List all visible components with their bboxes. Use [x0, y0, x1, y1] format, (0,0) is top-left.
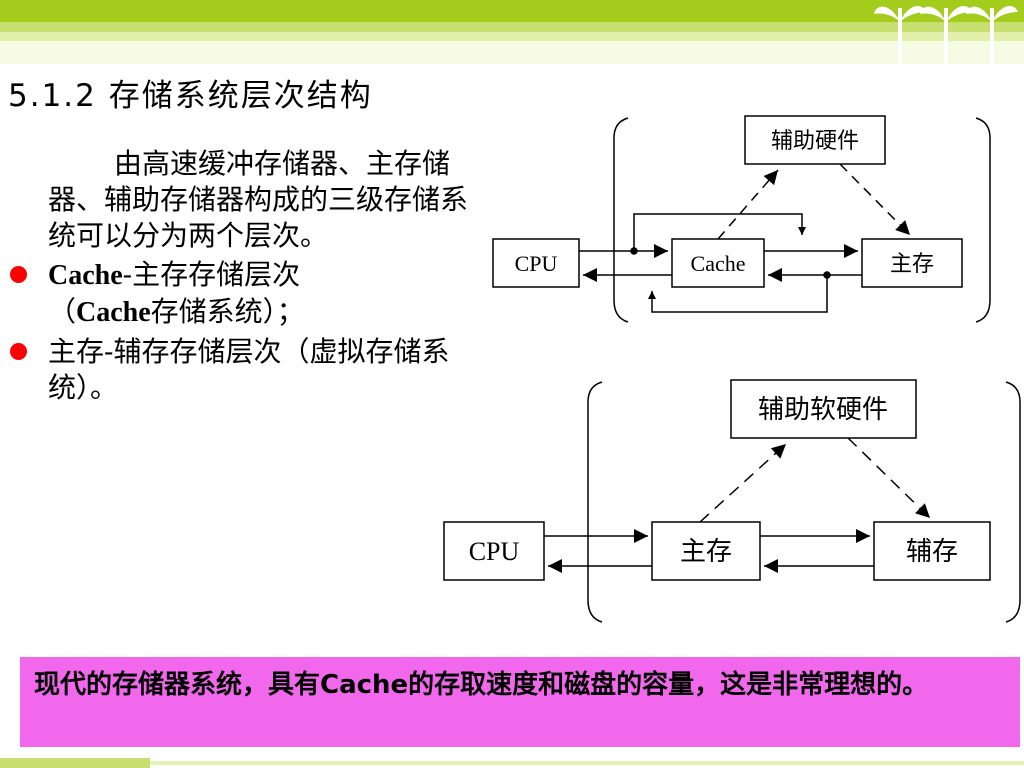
dashed-arrow [847, 437, 931, 519]
header-band [0, 41, 1024, 64]
bullet-text: 存储系统）； [150, 295, 305, 328]
dashed-arrow [699, 443, 787, 523]
bullet-text: -主存存储层次 [122, 258, 301, 291]
aux-hardware-box [744, 115, 886, 165]
main-memory-box [651, 521, 761, 581]
cache-label: Cache [691, 251, 746, 276]
bullet-dot-icon [10, 266, 27, 283]
junction [823, 271, 831, 279]
main-memory-label: 主存 [890, 251, 934, 276]
slide-title: 5.1.2 存储系统层次结构 [8, 78, 373, 114]
cpu-box [492, 238, 580, 288]
junction [630, 247, 638, 255]
main-memory-label: 主存 [680, 537, 732, 566]
bypass-path [648, 275, 828, 313]
header-band [0, 32, 1024, 41]
bullet-text: （ [48, 295, 77, 328]
aux-hardware-label: 辅助硬件 [771, 128, 859, 153]
bypass-path [633, 213, 806, 251]
aux-software-hardware-label: 辅助软硬件 [758, 395, 888, 424]
dashed-arrow [717, 169, 779, 240]
bullet-bold: Cache [48, 260, 123, 291]
cache-main-diagram [492, 115, 991, 323]
main-secondary-diagram [443, 379, 1021, 623]
summary-note: 现代的存储器系统，具有Cache的存取速度和磁盘的容量，这是非常理想的。 [20, 657, 1020, 747]
body-text: 由高速缓冲存储器、主存储器、辅助存储器构成的三级存储系统可以分为两个层次。 Ca… [10, 146, 469, 406]
bracket-right [975, 117, 991, 323]
bullet-text: 主存-辅存存储层次（虚拟存储系统）。 [48, 335, 450, 404]
bracket-right [1005, 381, 1021, 623]
bracket-left [587, 381, 603, 623]
secondary-memory-label: 辅存 [906, 537, 958, 566]
cpu-label: CPU [469, 537, 520, 566]
header-band [0, 0, 1024, 22]
hierarchy-diagrams: 辅助硬件 CPU Cache 主存 辅助软硬件 CPU 主存 辅存 [443, 115, 1021, 623]
bullet-bold: Cache [76, 297, 151, 328]
aux-software-hardware-box [730, 379, 917, 439]
dashed-arrow [839, 163, 911, 236]
cpu-box [443, 521, 545, 581]
main-memory-box [861, 238, 963, 288]
cpu-label: CPU [515, 251, 558, 276]
footer-band [0, 758, 1024, 768]
secondary-memory-box [873, 521, 991, 581]
bracket-left [613, 117, 629, 323]
sprout-icon [874, 6, 1018, 64]
bullet-item: Cache-主存存储层次 （Cache存储系统）； [10, 257, 468, 331]
cache-box [671, 238, 765, 288]
intro-paragraph: 由高速缓冲存储器、主存储器、辅助存储器构成的三级存储系统可以分为两个层次。 [48, 147, 469, 252]
bullet-item: 主存-辅存存储层次（虚拟存储系统）。 [10, 334, 468, 406]
header-band [0, 22, 1024, 32]
bullet-dot-icon [10, 343, 27, 360]
